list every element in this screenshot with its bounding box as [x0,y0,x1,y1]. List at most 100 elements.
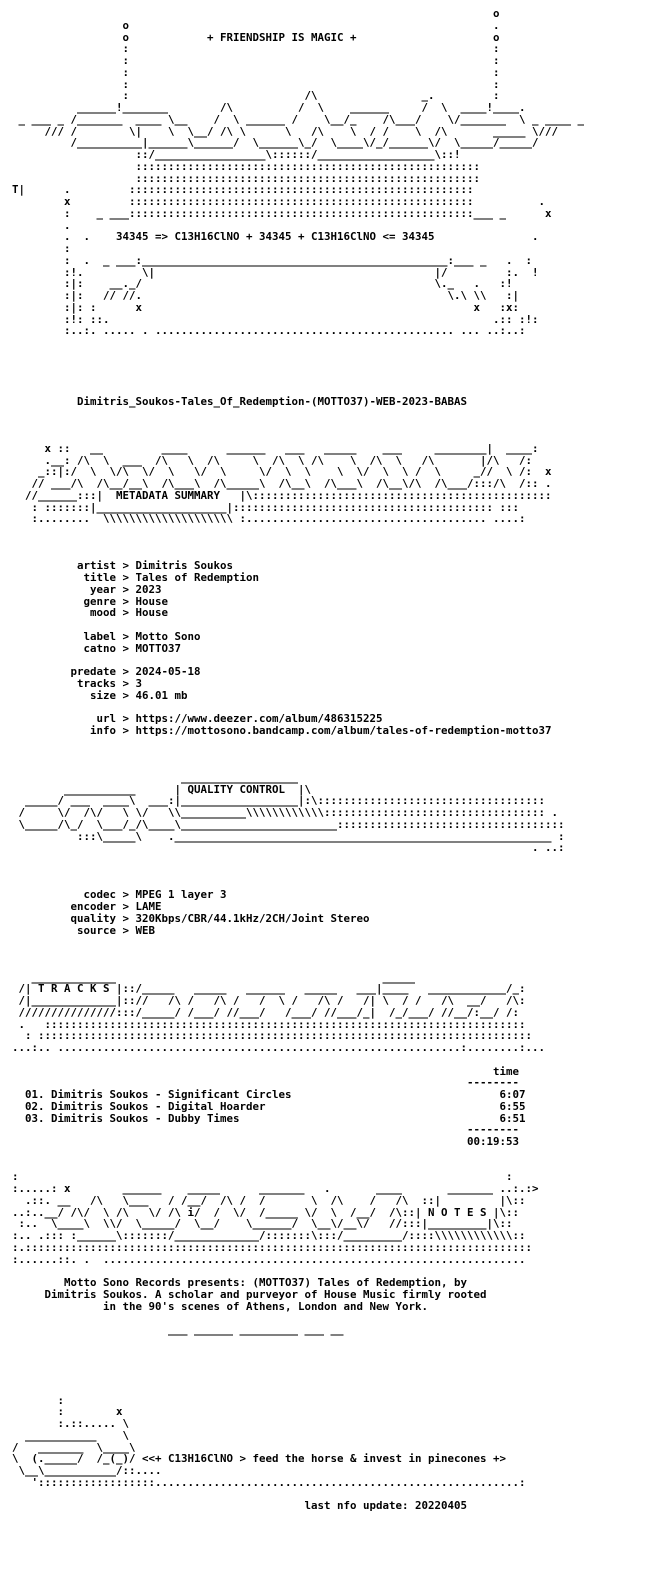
nfo-line: :!. \| |/ :. ! [12,265,539,279]
nfo-line [12,525,584,537]
nfo-line [12,408,584,420]
nfo-line: year > 2023 [12,582,162,596]
nfo-line: :........ \\\\\\\\\\\\\\\\\\\\ :........… [12,512,526,526]
nfo-line [12,431,584,443]
nfo-line: :.. .::: :______\:::::::/_____________/:… [12,1229,526,1242]
nfo-line: :..:. ..... . ..........................… [12,324,526,338]
nfo-line: : _ ___:::::::::::::::::::::::::::::::::… [12,206,552,220]
nfo-line [12,960,584,972]
nfo-line: : : [12,42,500,56]
nfo-line: : : [12,77,500,91]
nfo-line: / \/ /\/ \ \/ \\__________\\\\\\\\\\\\::… [12,806,559,819]
nfo-line: 02. Dimitris Soukos - Digital Hoarder 6:… [12,1099,526,1113]
nfo-line: : : [12,54,500,67]
nfo-line: last nfo update: 20220405 [12,1499,468,1513]
nfo-line: ______!_______ /\ / \ ______ / \ ____!__… [12,101,526,114]
nfo-line: Dimitris Soukos. A scholar and purveyor … [12,1287,487,1301]
nfo-line [12,337,584,349]
nfo-line [12,1359,584,1371]
nfo-line: ::::::::::::::::::::::::::::::::::::::::… [12,159,481,173]
nfo-line: source > WEB [12,923,156,937]
nfo-line [12,419,584,431]
nfo-line: ___ ______ _________ ___ __ [12,1323,344,1336]
nfo-line: //______:::| METADATA SUMMARY |\::::::::… [12,488,552,502]
nfo-line: Motto Sono Records presents: (MOTTO37) T… [12,1276,468,1289]
nfo-line: :.::..... \ [12,1417,130,1430]
nfo-line: :!: ::. .:: :!: [12,312,539,326]
nfo-line [12,384,584,396]
nfo-line: /__________|______\______/ \______\_/ \_… [12,136,539,150]
nfo-line [12,866,584,878]
nfo-line: :......::. . ...........................… [12,1252,526,1266]
nfo-line: :|: __._/ \._ . :! [12,277,513,291]
nfo-line: :.::::::::::::::::::::::::::::::::::::::… [12,1240,533,1254]
nfo-line: :.. \____\ \\/ \_____/ \__/ \______/ \__… [12,1217,513,1231]
nfo-line: tracks > 3 [12,676,143,690]
nfo-line [12,854,584,866]
nfo-line: // ___/\ /\__/__\ /\___\ /\_____\ /\__\ … [12,477,552,490]
nfo-line: title > Tales of Redemption [12,571,260,584]
nfo-line: /// / \| \ \__/ /\ \ \ /\ \ / / \ /\ ___… [12,124,559,138]
nfo-line: : . _ ___:______________________________… [12,253,533,267]
nfo-line: .::. __ /\ \___ / /__/ /\ / / \ /\ / /\ … [12,1193,526,1207]
nfo-line: . ::::::::::::::::::::::::::::::::::::::… [12,1017,526,1031]
nfo-line [12,349,584,361]
nfo-line: :|: : x x :x: [12,300,520,314]
nfo-line: info > https://mottosono.bandcamp.com/al… [12,723,552,737]
nfo-line: _____/ ___ ____\ ___:|__________________… [12,794,546,808]
nfo-line: :|: // //. \.\ \\ :| [12,289,520,302]
nfo-line: predate > 2024-05-18 [12,665,201,678]
nfo-line [12,1348,584,1360]
nfo-line [12,619,584,631]
nfo-line: .__: /\ \ ___ /\ \ /\ \ /\ \ /\ \ /\ \ /… [12,453,533,467]
nfo-line [12,936,584,948]
nfo-line: :.....: x ______ _____ _______ . ____ __… [12,1182,539,1195]
nfo-line: . [12,218,71,232]
nfo-line [12,1148,584,1160]
nfo-line: mood > House [12,606,169,620]
nfo-line: 01. Dimitris Soukos - Significant Circle… [12,1088,526,1101]
nfo-line: -------- [12,1076,520,1090]
nfo-line: time [12,1064,520,1078]
nfo-line: Dimitris_Soukos-Tales_Of_Redemption-(MOT… [12,394,468,408]
nfo-line: /|_____________|::// /\ / /\ / / \ / /\ … [12,994,526,1007]
nfo-line [12,760,584,772]
nfo-line [12,1054,584,1066]
nfo-line [12,1383,584,1395]
nfo-line: o + FRIENDSHIP IS MAGIC + o [12,30,500,44]
nfo-line: ..:..__/ /\/ \ /\ \/ /\ i/ / \/ /_____ \… [12,1205,520,1219]
nfo-line [12,372,584,384]
nfo-line: genre > House [12,594,169,608]
nfo-line: o [12,7,500,20]
nfo-line: _ ___ _ /_______ ____ \__ / \ ______ / \… [12,112,585,126]
nfo-line: -------- [12,1123,520,1137]
nfo-line: in the 90's scenes of Athens, London and… [12,1299,429,1313]
nfo-line: : :::::::|____________________|:::::::::… [12,500,520,514]
nfo-line: size > 46.01 mb [12,688,188,702]
nfo-line: 00:19:53 [12,1135,520,1148]
nfo-line: url > https://www.deezer.com/album/48631… [12,712,383,725]
nfo-line [12,361,584,373]
nfo-line: x :: __ ____ ______ ___ _____ ___ ______… [12,441,539,455]
nfo-line: x ::::::::::::::::::::::::::::::::::::::… [12,195,546,208]
nfo-line: _____________ _____ [12,970,416,984]
nfo-line: : x [12,1405,123,1419]
nfo-line: ...:.. .................................… [12,1041,546,1054]
nfo-line: ___________ \ [12,1428,130,1442]
nfo-line: quality > 320Kbps/CBR/44.1kHz/2CH/Joint … [12,911,370,925]
nfo-line: codec > MPEG 1 layer 3 [12,888,227,902]
nfo-line: : [12,242,71,255]
nfo-line: \__\___________/::.... [12,1464,162,1477]
nfo-line: artist > Dimitris Soukos [12,559,234,573]
nfo-line: /| T R A C K S |::/_____ _____ ______ __… [12,982,526,996]
nfo-line: . ..: [12,841,565,855]
nfo-line [12,737,584,749]
nfo-line: : [12,1393,65,1407]
nfo-line: catno > MOTTO37 [12,641,182,655]
nfo-line: T| . :::::::::::::::::::::::::::::::::::… [12,183,474,197]
nfo-line: \_____/\_/ \___/_/\____\________________… [12,817,565,831]
nfo-line: . . 34345 => C13H16ClNO + 34345 + C13H16… [12,230,539,244]
nfo-line: label > Motto Sono [12,629,201,643]
nfo-line: ::/_________________\::::::/____________… [12,148,461,161]
nfo-line: encoder > LAME [12,900,162,913]
